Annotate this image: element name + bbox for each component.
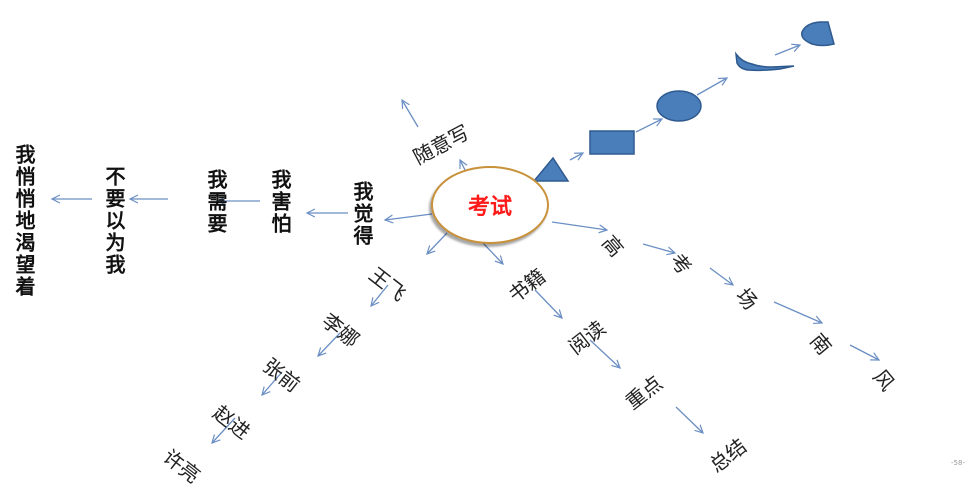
center-label: 考试 <box>467 195 512 220</box>
node-wo-xuyao: 我需要 <box>204 169 228 235</box>
rectangle-shape <box>589 130 635 155</box>
node-wo-haipa: 我害怕 <box>268 169 292 235</box>
triangle-shape <box>532 156 570 182</box>
center-node: 考试 <box>431 166 549 244</box>
circle-shape <box>656 90 702 122</box>
page-number: -58- <box>951 459 965 467</box>
node-buyao-yiwei-wo: 不要以为我 <box>102 166 126 276</box>
half-circle-shape <box>800 21 835 47</box>
arrows-layer <box>0 21 975 473</box>
shape-chain <box>532 21 835 182</box>
node-wo-qiaoqiao-kewang: 我悄悄地渴望着 <box>12 144 36 298</box>
freeform-shape <box>734 51 795 72</box>
node-wo-juede: 我觉得 <box>350 181 374 247</box>
